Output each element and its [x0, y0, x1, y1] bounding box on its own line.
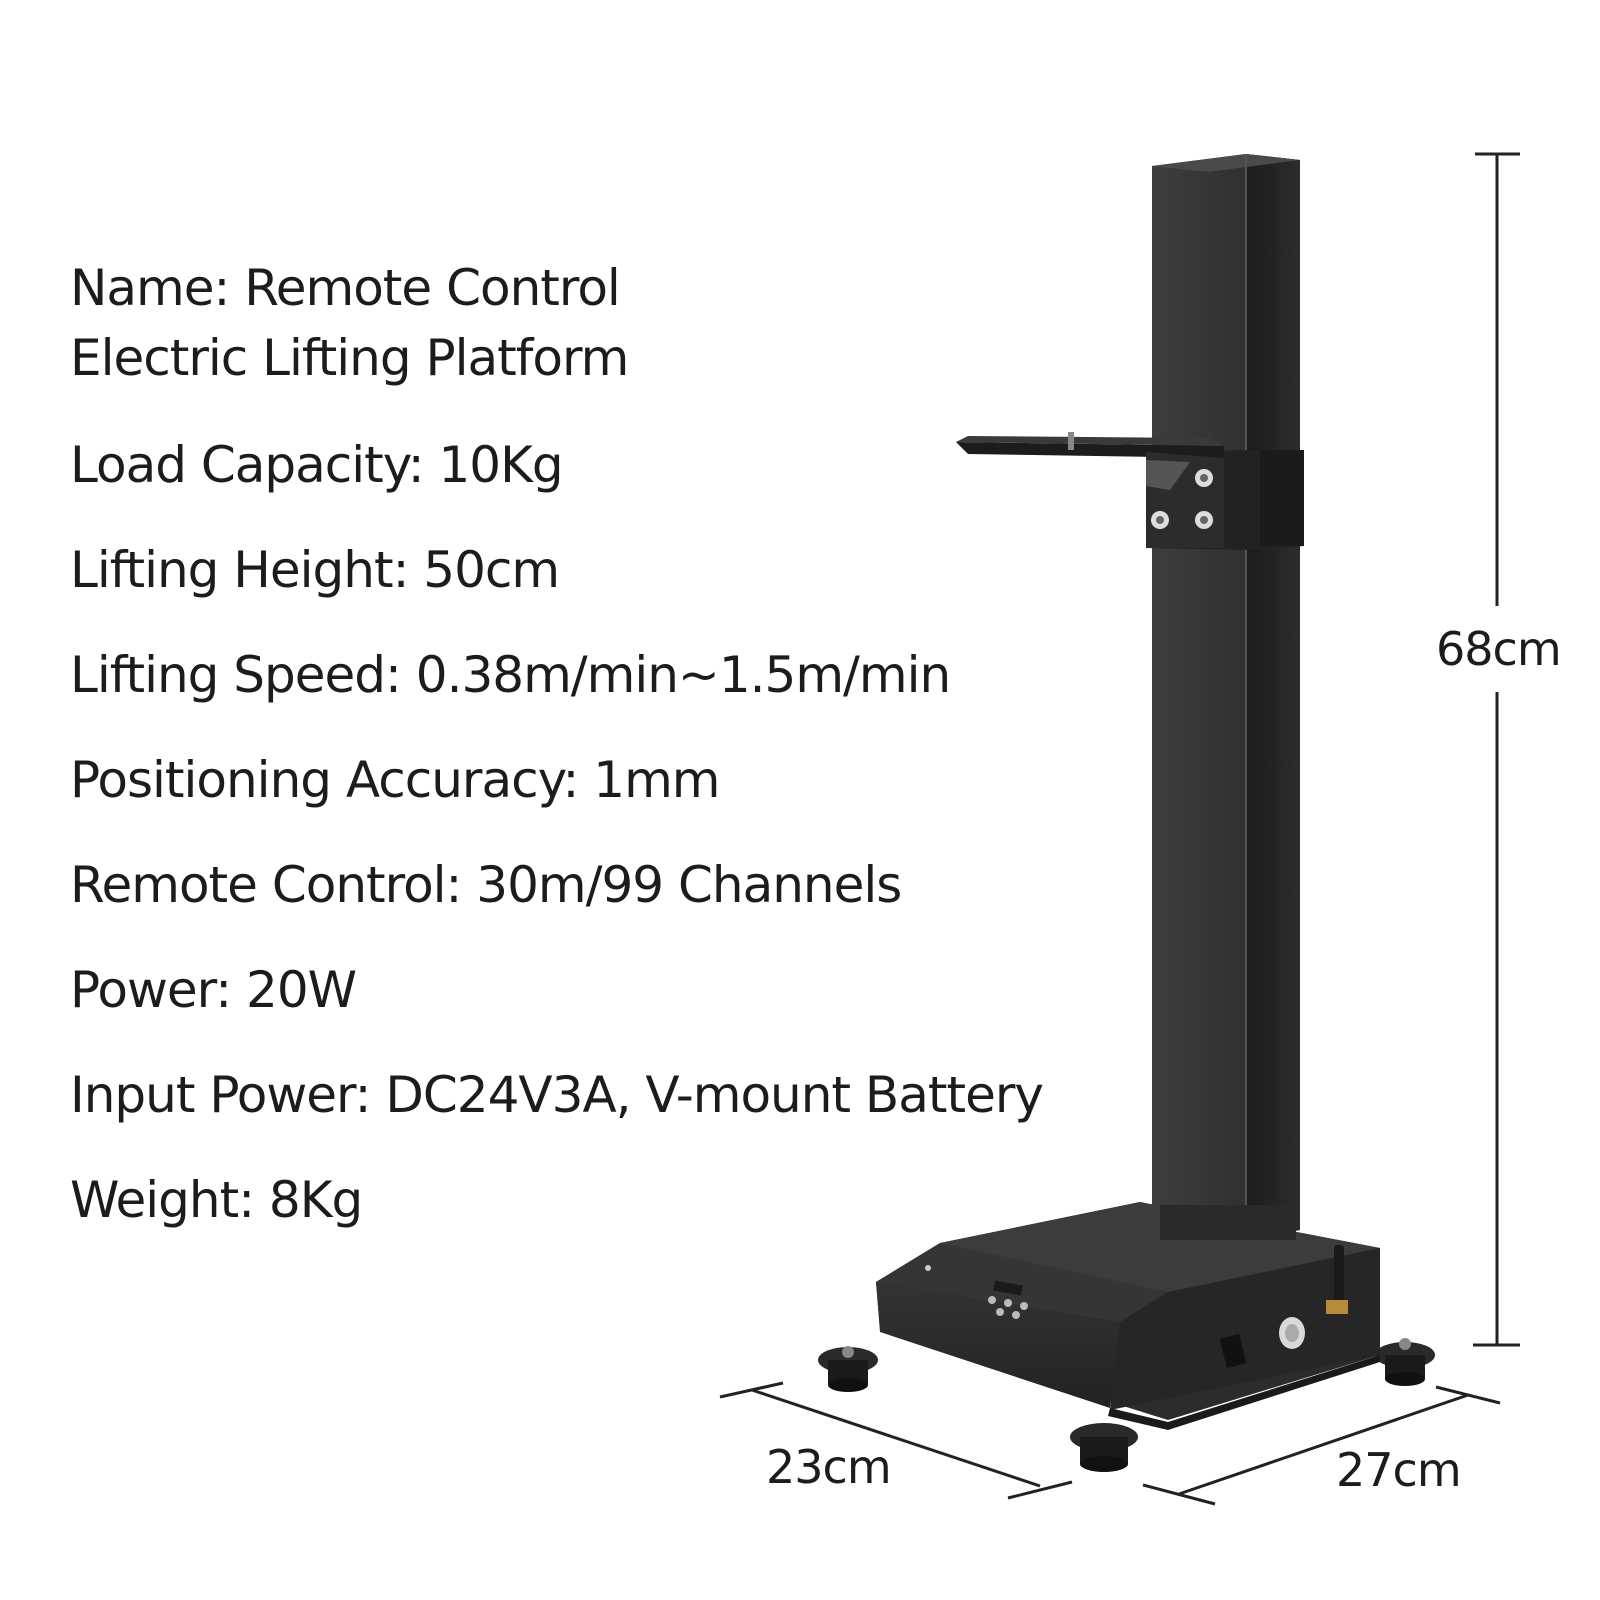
height-dimension-label: 68cm [1436, 622, 1562, 676]
spec-load-capacity: Load Capacity: 10Kg [70, 436, 564, 494]
spec-weight: Weight: 8Kg [70, 1171, 363, 1229]
spec-remote-control: Remote Control: 30m/99 Channels [70, 856, 902, 914]
base-unit [876, 1202, 1380, 1430]
depth-dimension-label: 27cm [1336, 1443, 1462, 1497]
spec-name: Name: Remote Control Electric Lifting Pl… [70, 258, 1030, 398]
width-dimension-line [719, 1381, 1073, 1500]
spec-name-line-1: Name: Remote Control [70, 259, 621, 317]
spec-list: Name: Remote Control Electric Lifting Pl… [70, 258, 1044, 1275]
spec-lifting-height: Lifting Height: 50cm [70, 541, 560, 599]
width-dimension-label: 23cm [766, 1440, 892, 1494]
spec-name-line-2: Electric Lifting Platform [70, 329, 629, 387]
spec-lifting-speed: Lifting Speed: 0.38m/min~1.5m/min [70, 646, 951, 704]
height-dimension-line [1473, 152, 1520, 1347]
lifting-column [1152, 154, 1300, 1240]
platform-arm [956, 432, 1304, 550]
spec-input-power: Input Power: DC24V3A, V-mount Battery [70, 1066, 1044, 1124]
depth-dimension-line [1142, 1385, 1501, 1506]
base-feet [818, 1338, 1435, 1472]
spec-positioning-accuracy: Positioning Accuracy: 1mm [70, 751, 721, 809]
spec-power: Power: 20W [70, 961, 357, 1019]
